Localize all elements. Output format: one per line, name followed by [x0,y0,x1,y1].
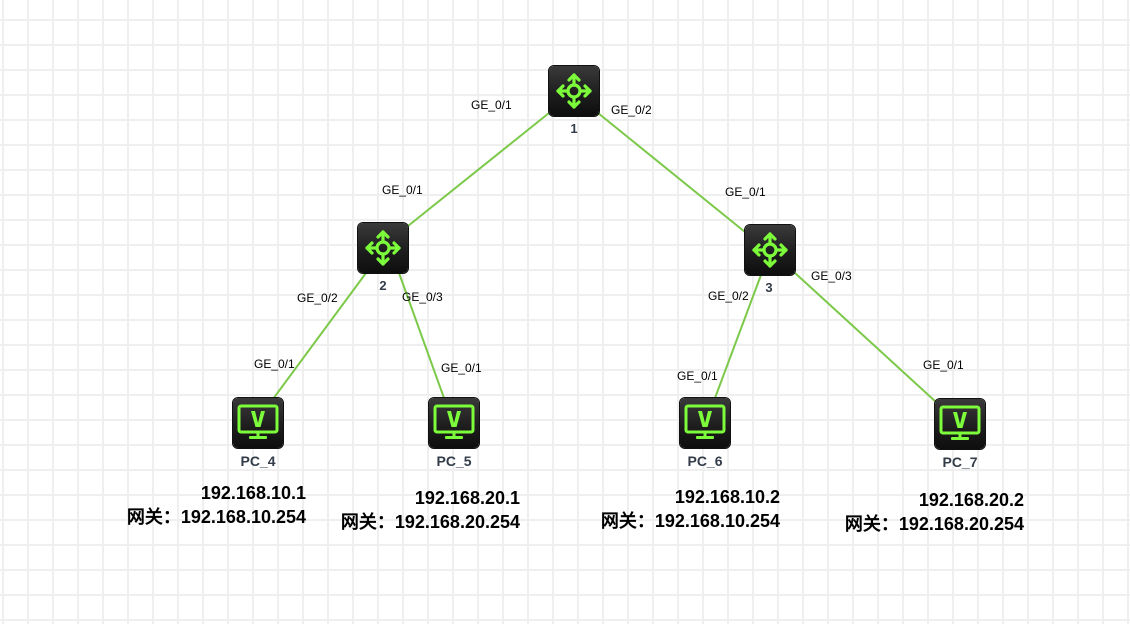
switch-1-label: 1 [570,121,578,136]
pc-6-ip-info: 192.168.10.2 网关：192.168.10.254 [601,485,780,534]
pc-5-ip-info: 192.168.20.1 网关：192.168.20.254 [341,486,520,535]
pc-5-gateway: 192.168.20.254 [394,512,520,532]
switch-2-label: 2 [379,278,387,293]
pc-7-ip-info: 192.168.20.2 网关：192.168.20.254 [845,488,1024,537]
switch-3-label: 3 [765,280,773,295]
monitor-v-icon [237,404,279,439]
pc-6-label: PC_6 [687,453,723,469]
link-sw3-pc6[interactable] [714,274,762,399]
switch-1[interactable] [549,66,599,116]
gateway-prefix: 网关： [340,512,395,533]
monitor-v-icon [433,404,475,439]
switch-3[interactable] [745,225,795,275]
switch-arrows-icon [752,232,788,268]
pc-5-gateway-line: 网关：192.168.20.254 [341,510,520,535]
switch-arrows-icon [556,73,592,109]
port-label-pc4-ge01: GE_0/1 [254,357,295,371]
pc-5[interactable] [429,398,479,448]
pc-6-ip: 192.168.10.2 [674,487,780,507]
pc-4-label: PC_4 [240,453,276,469]
port-label-sw2-ge03: GE_0/3 [402,290,443,304]
pc-5-label: PC_5 [436,453,472,469]
pc-4-gateway-line: 网关：192.168.10.254 [127,505,306,530]
pc-7-ip: 192.168.20.2 [918,490,1024,510]
link-sw2-pc4[interactable] [272,272,367,400]
pc-4[interactable] [233,398,283,448]
pc-7-gateway: 192.168.20.254 [898,514,1024,534]
port-label-sw1-ge02: GE_0/2 [611,103,652,117]
gateway-prefix: 网关： [600,511,655,532]
port-label-pc5-ge01: GE_0/1 [441,361,482,375]
switch-2[interactable] [358,223,408,273]
pc-6-gateway: 192.168.10.254 [654,511,780,531]
port-label-sw3-ge02: GE_0/2 [708,289,749,303]
link-sw2-pc5[interactable] [398,272,445,399]
port-label-sw2-ge02: GE_0/2 [297,291,338,305]
switch-arrows-icon [365,230,401,266]
pc-4-gateway: 192.168.10.254 [180,507,306,527]
pc-5-ip: 192.168.20.1 [414,488,520,508]
link-sw1-sw2[interactable] [407,112,550,227]
pc-6-gateway-line: 网关：192.168.10.254 [601,509,780,534]
pc-7[interactable] [935,399,985,449]
port-label-sw2-ge01: GE_0/1 [382,183,423,197]
pc-7-gateway-line: 网关：192.168.20.254 [845,512,1024,537]
gateway-prefix: 网关： [844,514,899,535]
port-label-pc7-ge01: GE_0/1 [923,358,964,372]
port-label-sw1-ge01: GE_0/1 [471,98,512,112]
monitor-v-icon [684,404,726,439]
port-label-sw3-ge03: GE_0/3 [811,269,852,283]
gateway-prefix: 网关： [126,507,181,528]
link-sw3-pc7[interactable] [794,272,937,403]
port-label-sw3-ge01: GE_0/1 [725,185,766,199]
pc-7-label: PC_7 [942,454,978,470]
pc-4-ip: 192.168.10.1 [200,483,306,503]
pc-4-ip-info: 192.168.10.1 网关：192.168.10.254 [127,481,306,530]
port-label-pc6-ge01: GE_0/1 [677,369,718,383]
link-sw1-sw3[interactable] [597,112,746,233]
pc-6[interactable] [680,398,730,448]
monitor-v-icon [939,405,981,440]
